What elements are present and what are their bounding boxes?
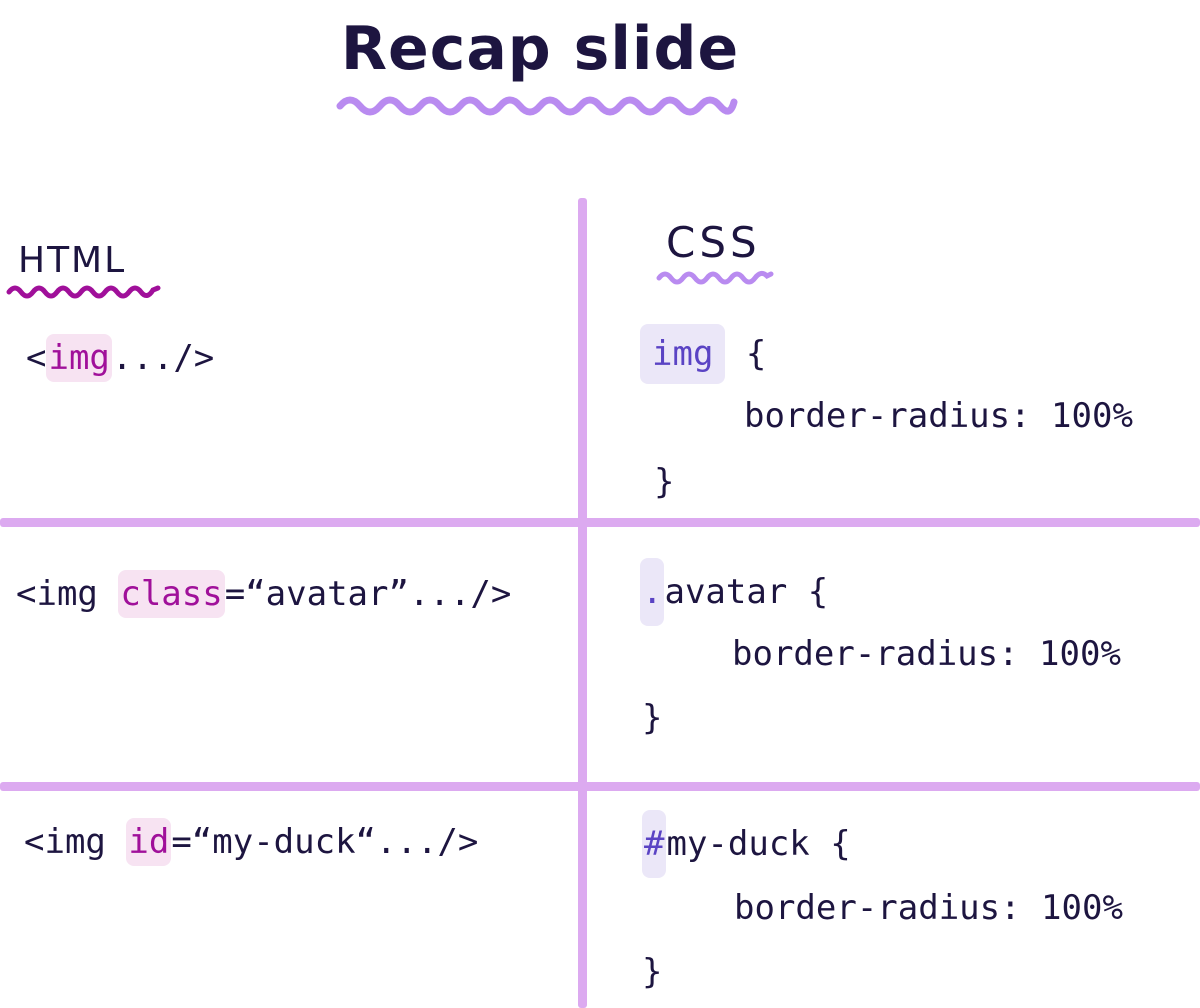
slide-title: Recap slide xyxy=(340,14,740,84)
css-selector-row-3: #my-duck { xyxy=(642,810,851,878)
css-selector-rest: my-duck { xyxy=(666,824,851,864)
css-close-row-1: } xyxy=(654,462,675,502)
html-code-prefix: <img xyxy=(16,574,119,614)
html-highlight-id-attr: id xyxy=(126,818,172,866)
html-code-suffix: =“my-duck“.../> xyxy=(171,822,479,862)
css-selector-row-2: .avatar { xyxy=(640,558,829,626)
html-highlight-tag: img xyxy=(46,334,112,382)
html-code-suffix: =“avatar”.../> xyxy=(224,574,512,614)
css-highlight-element-selector: img xyxy=(640,324,726,384)
css-declaration-row-1: border-radius: 100% xyxy=(744,396,1133,436)
css-close-row-3: } xyxy=(642,952,663,992)
html-code-row-3: <img id=“my-duck“.../> xyxy=(24,818,479,866)
html-code-suffix: .../> xyxy=(111,338,215,378)
title-underline xyxy=(336,96,738,116)
css-declaration-row-3: border-radius: 100% xyxy=(734,888,1123,928)
css-highlight-class-dot: . xyxy=(640,558,665,626)
css-selector-rest: { xyxy=(725,334,767,374)
html-highlight-class-attr: class xyxy=(118,570,225,618)
html-code-prefix: < xyxy=(26,338,47,378)
css-declaration-row-2: border-radius: 100% xyxy=(732,634,1121,674)
vertical-divider xyxy=(578,198,587,1008)
row-divider-2 xyxy=(0,782,1200,791)
css-selector-rest: avatar { xyxy=(664,572,829,612)
css-column-heading: CSS xyxy=(666,218,761,267)
html-code-prefix: <img xyxy=(24,822,127,862)
css-selector-row-1: img { xyxy=(640,324,767,384)
css-close-row-2: } xyxy=(642,698,663,738)
css-highlight-id-hash: # xyxy=(642,810,667,878)
html-column-heading: HTML xyxy=(18,240,127,281)
html-heading-underline xyxy=(6,285,161,299)
html-code-row-1: <img.../> xyxy=(26,334,215,382)
css-heading-underline xyxy=(656,270,774,285)
html-code-row-2: <img class=“avatar”.../> xyxy=(16,570,512,618)
row-divider-1 xyxy=(0,518,1200,527)
